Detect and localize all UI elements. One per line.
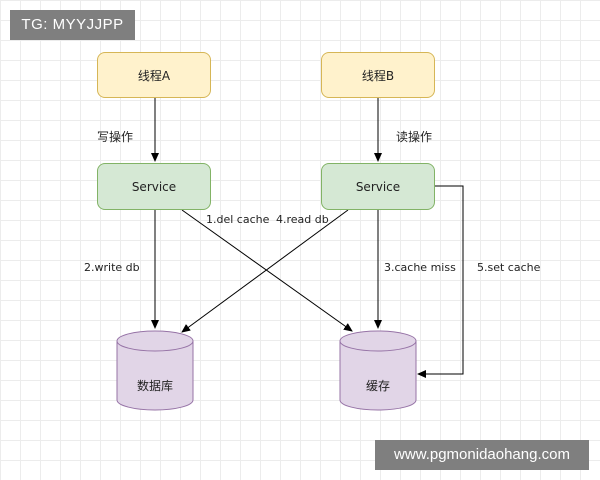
thread-b-node: 线程B [321, 52, 435, 98]
watermark-badge-bottom: www.pgmonidaohang.com [375, 440, 589, 470]
read-db-label: 4.read db [276, 213, 329, 226]
thread-a-label: 线程A [137, 68, 171, 83]
database-label: 数据库 [136, 379, 173, 393]
cache-cylinder [339, 330, 417, 411]
watermark-badge-top: TG: MYYJJPP [10, 10, 135, 40]
write-op-label: 写操作 [97, 130, 134, 144]
thread-a-node: 线程A [97, 52, 211, 98]
edge-del-cache [181, 209, 353, 332]
service-a-label: Service [131, 179, 177, 194]
service-b-label: Service [355, 179, 401, 194]
edge-set-cache [417, 185, 464, 378]
service-a-node: Service [97, 163, 211, 210]
service-b-node: Service [321, 163, 435, 210]
database-cylinder [116, 330, 194, 411]
cache-miss-label: 3.cache miss [384, 261, 456, 274]
write-db-label: 2.write db [84, 261, 140, 274]
thread-b-label: 线程B [361, 68, 395, 83]
read-op-label: 读操作 [396, 130, 433, 144]
del-cache-label: 1.del cache [206, 213, 270, 226]
edge-read-db [181, 209, 349, 333]
cache-label: 缓存 [365, 379, 390, 393]
set-cache-label: 5.set cache [477, 261, 541, 274]
